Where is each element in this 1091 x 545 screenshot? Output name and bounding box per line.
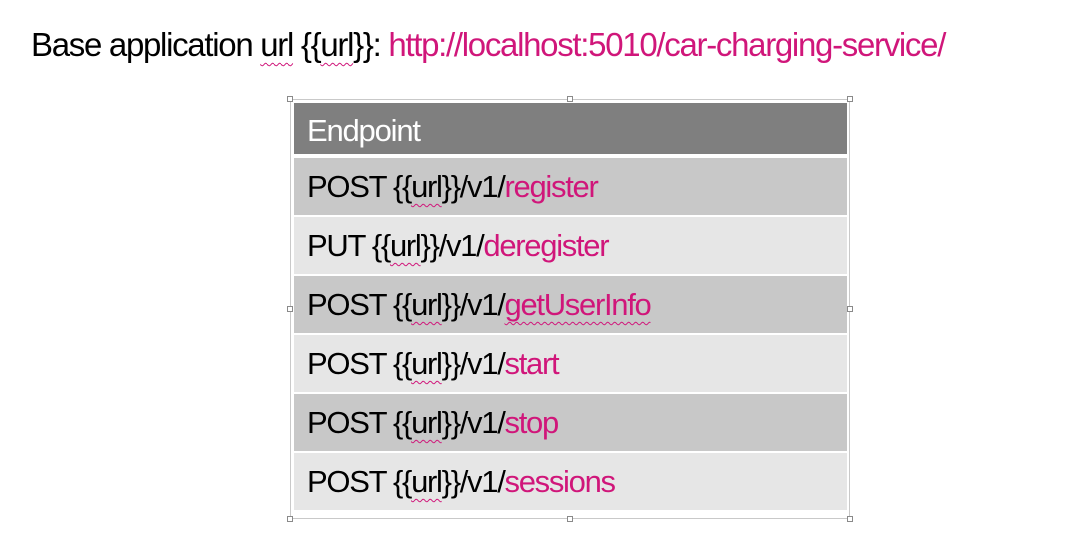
braces-open: {{ [364, 228, 391, 263]
url-variable: url [411, 287, 443, 322]
endpoint-route: deregister [483, 228, 609, 263]
base-url-braces-close: }}: [353, 26, 389, 63]
base-url-label-url: url [260, 26, 294, 63]
http-method: POST [307, 346, 387, 381]
braces-open: {{ [385, 169, 412, 204]
endpoint-path: }}/v1/ [441, 287, 506, 322]
endpoint-path: }}/v1/ [441, 405, 506, 440]
endpoint-route: stop [504, 405, 560, 440]
endpoint-path: }}/v1/ [441, 464, 506, 499]
url-variable: url [411, 346, 443, 381]
endpoint-path: }}/v1/ [420, 228, 485, 263]
http-method: POST [307, 169, 387, 204]
base-url-line: Base application url {{url}}: http://loc… [31, 22, 946, 68]
resize-handle-middle-right[interactable] [847, 306, 853, 312]
resize-handle-top-right[interactable] [847, 96, 853, 102]
url-variable: url [389, 228, 422, 263]
resize-handle-bottom-middle[interactable] [567, 516, 573, 522]
http-method: POST [307, 405, 387, 440]
endpoint-route: start [504, 346, 560, 381]
endpoint-row-deregister: PUT {{url}}/v1/deregister [294, 217, 847, 276]
base-url-link[interactable]: http://localhost:5010/car-charging-servi… [388, 26, 946, 63]
resize-handle-bottom-right[interactable] [847, 516, 853, 522]
url-variable: url [411, 169, 443, 204]
base-url-label: Base application [31, 26, 261, 63]
braces-open: {{ [385, 405, 412, 440]
resize-handle-bottom-left[interactable] [287, 516, 293, 522]
endpoint-row-register: POST {{url}}/v1/register [294, 158, 847, 217]
braces-open: {{ [385, 346, 412, 381]
http-method: POST [307, 464, 387, 499]
endpoint-row-stop: POST {{url}}/v1/stop [294, 394, 847, 453]
endpoint-route: sessions [504, 464, 617, 499]
endpoint-path: }}/v1/ [441, 169, 506, 204]
endpoint-row-sessions: POST {{url}}/v1/sessions [294, 453, 847, 512]
endpoint-route: register [504, 169, 599, 204]
resize-handle-middle-left[interactable] [287, 306, 293, 312]
url-variable: url [411, 464, 443, 499]
base-url-variable: url [320, 26, 354, 63]
endpoint-row-start: POST {{url}}/v1/start [294, 335, 847, 394]
http-method: POST [307, 287, 387, 322]
resize-handle-top-left[interactable] [287, 96, 293, 102]
endpoint-table: Endpoint POST {{url}}/v1/register PUT {{… [294, 103, 847, 512]
endpoint-path: }}/v1/ [441, 346, 506, 381]
url-variable: url [411, 405, 443, 440]
base-url-braces-open: {{ [293, 26, 322, 63]
table-header-endpoint: Endpoint [294, 103, 847, 158]
endpoint-row-getuserinfo: POST {{url}}/v1/getUserInfo [294, 276, 847, 335]
http-method: PUT [307, 228, 366, 263]
braces-open: {{ [385, 464, 412, 499]
endpoint-route: getUserInfo [504, 287, 652, 322]
resize-handle-top-middle[interactable] [567, 96, 573, 102]
braces-open: {{ [385, 287, 412, 322]
